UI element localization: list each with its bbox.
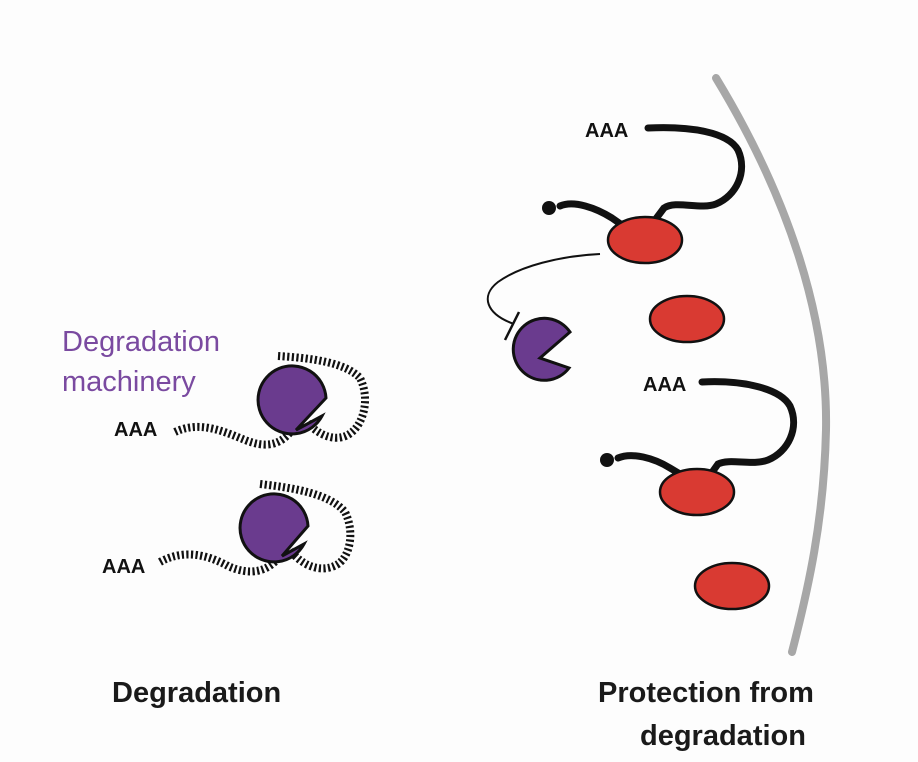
caption-degradation: Degradation (112, 677, 281, 709)
machinery-label-line2: machinery (62, 366, 196, 398)
degradation-machinery-icon (238, 492, 310, 564)
poly-a-tail-label: AAA (114, 419, 157, 441)
degradation-panel: Degradation machinery AAA AAA Degradatio… (62, 326, 370, 709)
degrading-mrna-lower (158, 480, 355, 576)
caption-protection-line1: Protection from (598, 677, 814, 709)
ribosome-icon (658, 467, 736, 517)
protected-mrna-upper-5prime (556, 200, 636, 236)
inhibition-bar (503, 311, 521, 341)
protected-mrna-upper (644, 124, 746, 228)
machinery-label-line1: Degradation (62, 326, 220, 358)
degrading-mrna-upper (173, 352, 370, 449)
degradation-machinery-icon (511, 316, 572, 382)
cap-icon (542, 201, 556, 215)
ribosome-icon (693, 561, 771, 611)
poly-a-tail-label: AAA (585, 120, 628, 142)
cap-icon (600, 453, 614, 467)
protected-mrna-lower (698, 378, 798, 482)
membrane-line (712, 74, 831, 656)
degradation-machinery-icon (256, 364, 328, 436)
inhibition-arrow (486, 253, 601, 325)
protected-mrna-lower-5prime (614, 452, 694, 484)
ribosome-icon (648, 294, 726, 344)
caption-protection-line2: degradation (640, 720, 806, 752)
protection-panel: AAA AAA Protection from degradation (486, 74, 831, 752)
poly-a-tail-label: AAA (643, 374, 686, 396)
poly-a-tail-label: AAA (102, 556, 145, 578)
ribosome-icon (606, 215, 684, 265)
